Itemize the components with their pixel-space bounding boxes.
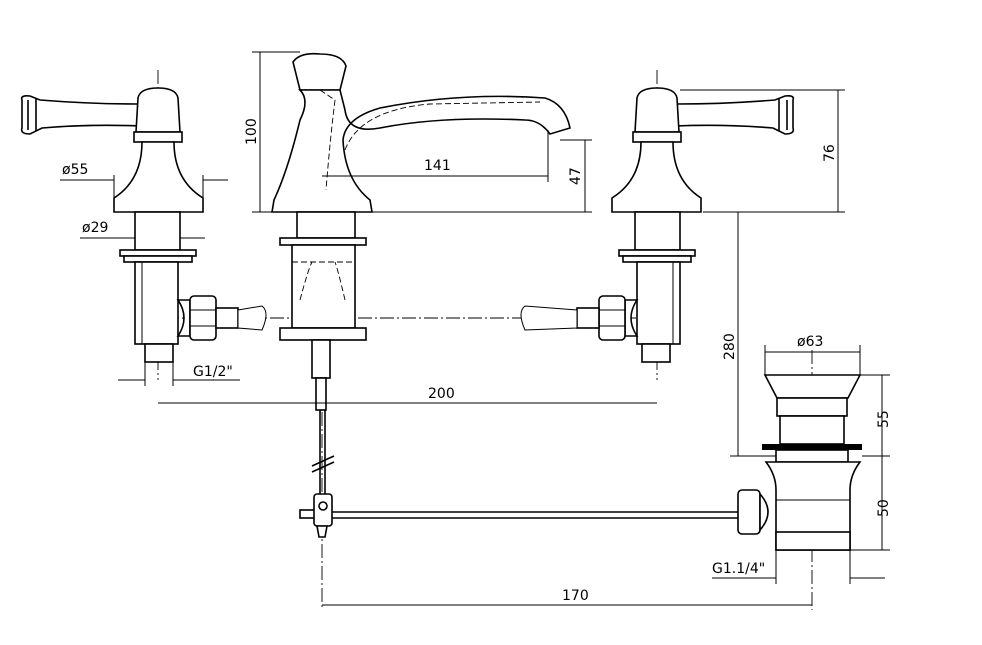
popup-waste [737,374,862,551]
spout [271,52,738,538]
dim-inlet-thread: G1/2" [193,364,233,380]
right-valve [520,87,795,363]
dimension-lines [60,51,890,606]
dim-waste-lower-height: 50 [876,499,892,517]
dim-waste-upper-height: 55 [876,410,892,428]
left-valve [20,87,267,363]
dim-handle-height: 76 [822,144,838,162]
dim-waste-thread: G1.1/4" [712,561,765,577]
dim-waste-depth: 280 [722,333,738,360]
dim-popup-rod-length: 170 [562,588,589,604]
dim-outlet-height: 47 [568,167,584,185]
dim-waste-flange-diameter: ø63 [797,334,823,350]
dim-left-shank-diameter: ø29 [82,220,108,236]
dim-spout-reach: 141 [424,158,451,174]
dim-valve-spacing: 200 [428,386,455,402]
dimension-labels: ø55 ø29 G1/2" 100 141 47 76 200 280 ø63 … [62,118,892,604]
dim-left-base-diameter: ø55 [62,162,88,178]
dim-spout-height: 100 [244,118,260,145]
